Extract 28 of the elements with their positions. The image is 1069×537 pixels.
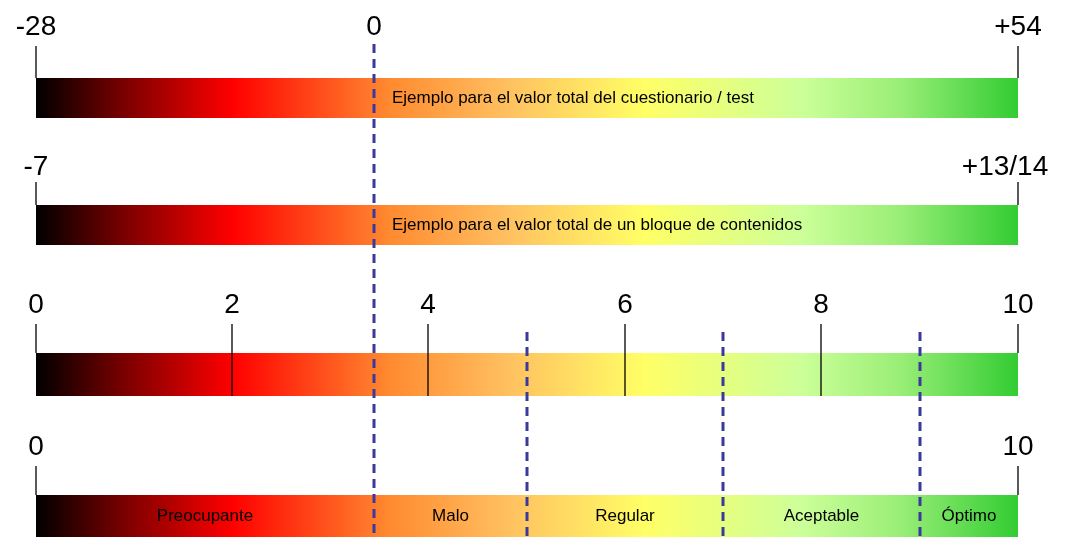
scale-segment (723, 495, 920, 537)
scale-value: 8 (813, 290, 829, 318)
scale-value: 0 (28, 432, 44, 460)
gradient-bar (36, 353, 1018, 396)
bar-label: Ejemplo para el valor total de un bloque de contenidos (392, 215, 803, 235)
bar-label: Óptimo (941, 506, 997, 526)
scale-value: 0 (366, 12, 382, 40)
scale-segment (374, 495, 527, 537)
scale-value: 10 (1002, 432, 1034, 460)
scale-value: 0 (28, 290, 44, 318)
scale-segment (527, 495, 723, 537)
bar-label: Aceptable (783, 506, 860, 526)
bar-label: Malo (432, 506, 469, 526)
bar-label: Ejemplo para el valor total del cuestionario / test (392, 88, 754, 108)
scale-value: -28 (15, 12, 57, 40)
scale-value: 2 (224, 290, 240, 318)
scale-value: 10 (1002, 290, 1034, 318)
scale-value: -7 (23, 152, 49, 180)
scale-value: +54 (994, 12, 1042, 40)
scale-segment (36, 495, 374, 537)
gradient-bar (36, 78, 1018, 118)
scale-value: 4 (420, 290, 436, 318)
bar-label: Preocupante (156, 506, 254, 526)
scale-value: +13/14 (961, 152, 1049, 180)
gradient-bar (36, 205, 1018, 245)
bar-label: Regular (595, 506, 655, 526)
scale-value: 6 (617, 290, 633, 318)
scale-segment (920, 495, 1018, 537)
